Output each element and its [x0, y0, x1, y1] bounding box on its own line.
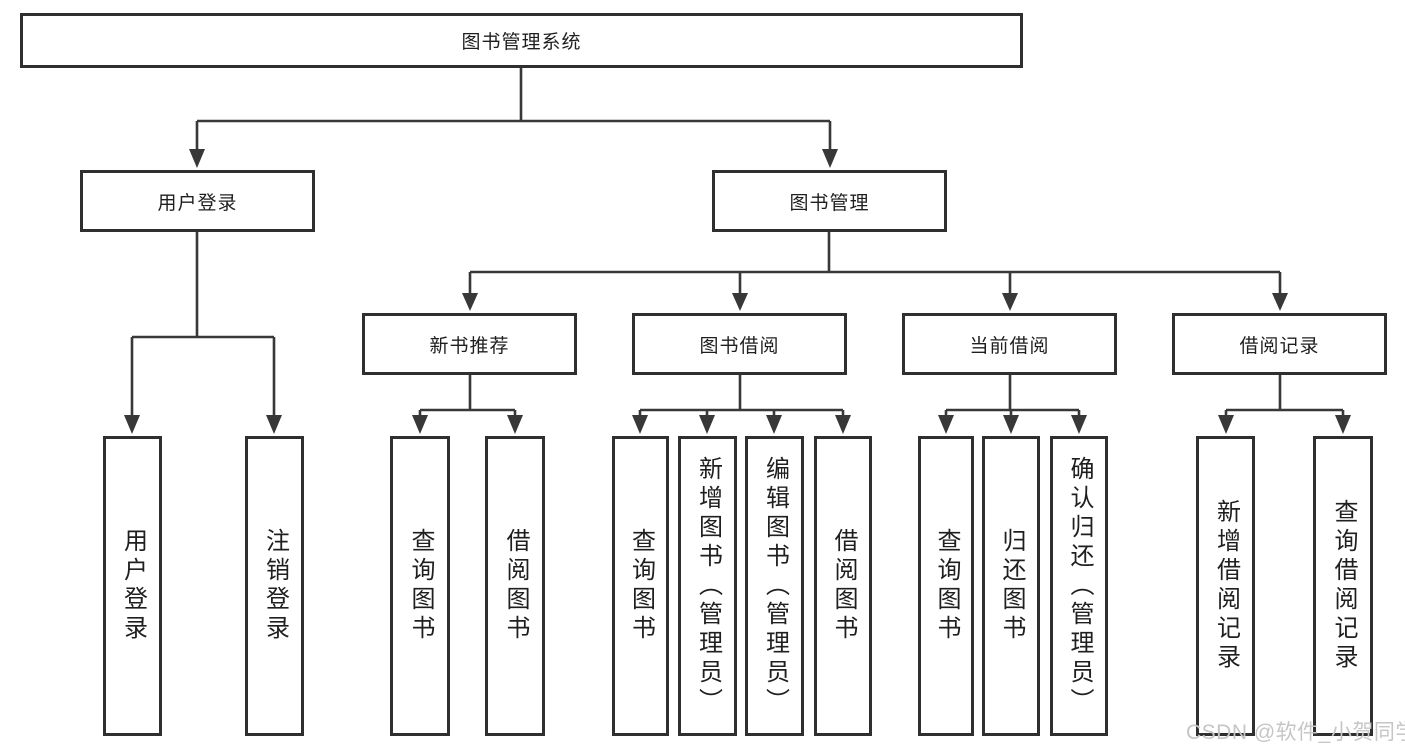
node-label: 归还图书: [998, 528, 1025, 644]
node-label: 新书推荐: [429, 335, 510, 357]
node-book-borrowing: 图书借阅: [632, 313, 847, 375]
node-return-books: 归还图书: [982, 436, 1040, 736]
node-query-books-recommend: 查询图书: [390, 436, 450, 736]
node-confirm-return-admin: 确认归还（管理员）: [1050, 436, 1108, 736]
node-label: 图书管理系统: [461, 32, 582, 53]
node-user-login-leaf: 用户登录: [103, 436, 162, 736]
node-label: 查询图书: [627, 528, 655, 644]
node-label: 查询借阅记录: [1330, 499, 1357, 673]
node-label: 用户登录: [157, 192, 238, 214]
node-borrow-books-recommend: 借阅图书: [485, 436, 545, 736]
node-label: 新增图书（管理员）: [694, 455, 722, 717]
node-label: 借阅记录: [1239, 335, 1320, 357]
node-query-books-borrowing: 查询图书: [612, 436, 669, 736]
node-book-management: 图书管理: [712, 170, 947, 232]
node-label: 借阅图书: [830, 528, 857, 644]
csdn-watermark: CSDN @软件_小贺同学: [1186, 721, 1405, 744]
node-borrowing-records: 借阅记录: [1172, 313, 1387, 375]
node-edit-books-admin: 编辑图书（管理员）: [745, 436, 804, 736]
node-label: 当前借阅: [969, 335, 1050, 357]
node-add-books-admin: 新增图书（管理员）: [678, 436, 737, 736]
node-label: 查询图书: [933, 528, 960, 644]
node-query-books-current: 查询图书: [918, 436, 974, 736]
node-label: 图书管理: [789, 192, 870, 214]
node-label: 借阅图书: [502, 528, 529, 644]
node-label: 查询图书: [407, 528, 434, 644]
node-current-borrowing: 当前借阅: [902, 313, 1117, 375]
node-user-login: 用户登录: [80, 170, 315, 232]
node-logout: 注销登录: [245, 436, 304, 736]
node-label: 注销登录: [261, 528, 289, 644]
node-label: 确认归还（管理员）: [1066, 455, 1093, 717]
node-label: 用户登录: [119, 528, 147, 644]
node-library-management-system: 图书管理系统: [20, 13, 1023, 68]
node-new-book-recommendation: 新书推荐: [362, 313, 577, 375]
node-label: 图书借阅: [699, 335, 780, 357]
node-label: 编辑图书（管理员）: [761, 455, 789, 717]
node-label: 新增借阅记录: [1212, 499, 1240, 673]
node-borrow-books-leaf: 借阅图书: [814, 436, 872, 736]
node-query-borrowing-record: 查询借阅记录: [1313, 436, 1373, 736]
node-add-borrowing-record: 新增借阅记录: [1196, 436, 1255, 736]
